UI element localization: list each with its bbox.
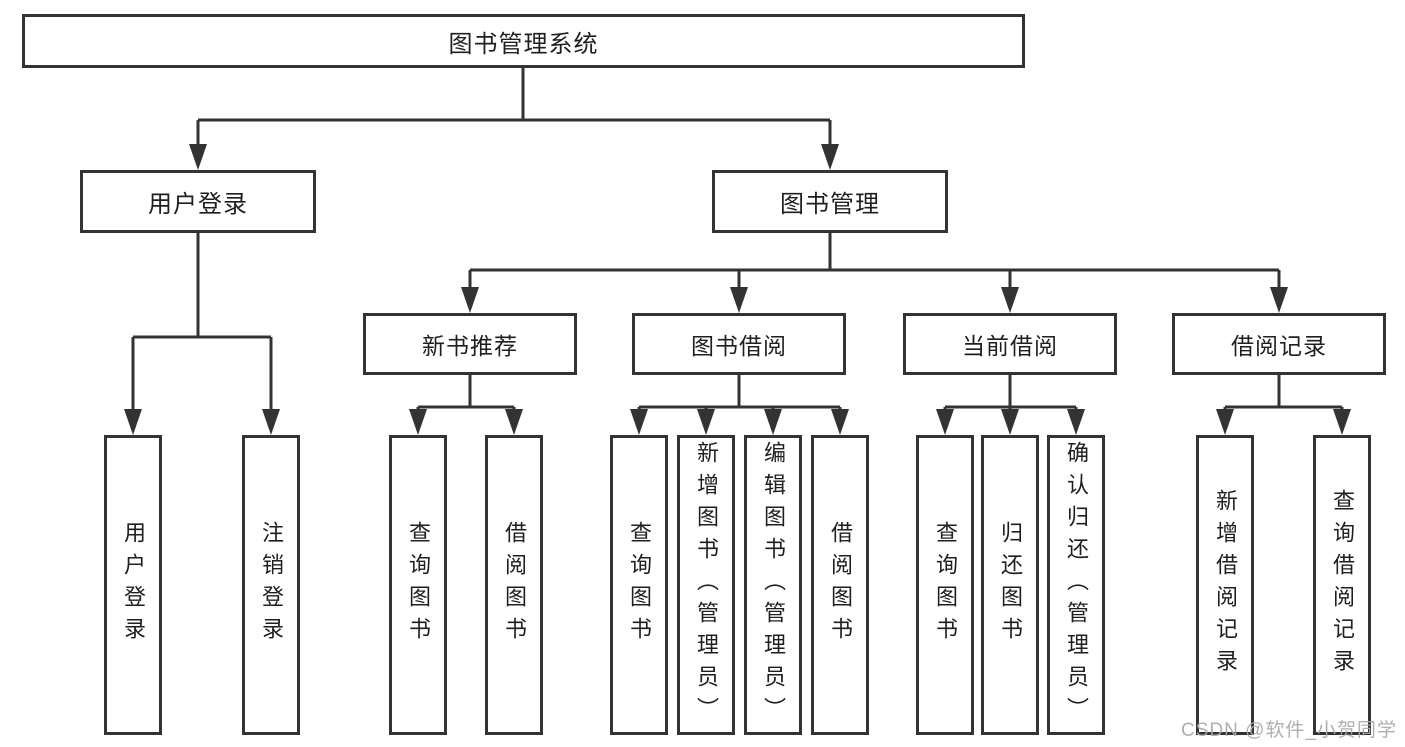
leaf-return-books: 归还图书 bbox=[981, 435, 1039, 735]
arrowhead-icon bbox=[764, 409, 782, 435]
leaf-current-query-books: 查询图书 bbox=[916, 435, 974, 735]
leaf-recommend-query-books: 查询图书 bbox=[389, 435, 447, 735]
node-label: 编辑图书（管理员） bbox=[761, 441, 786, 729]
node-label: 注销登录 bbox=[259, 521, 284, 649]
leaf-query-borrow-record: 查询借阅记录 bbox=[1313, 435, 1371, 735]
arrowhead-icon bbox=[1001, 409, 1019, 435]
leaf-user-login: 用户登录 bbox=[104, 435, 162, 735]
node-label: 确认归还（管理员） bbox=[1064, 441, 1089, 729]
arrowhead-icon bbox=[936, 409, 954, 435]
arrowhead-icon bbox=[1067, 409, 1085, 435]
node-book-borrowing: 图书借阅 bbox=[632, 313, 846, 375]
node-label: 新增借阅记录 bbox=[1213, 489, 1238, 681]
leaf-edit-books-admin: 编辑图书（管理员） bbox=[744, 435, 802, 735]
node-book-management: 图书管理 bbox=[712, 170, 948, 233]
arrowhead-icon bbox=[1270, 287, 1288, 313]
node-label: 归还图书 bbox=[998, 521, 1023, 649]
node-label: 用户登录 bbox=[148, 191, 248, 218]
node-label: 借阅图书 bbox=[502, 521, 527, 649]
arrowhead-icon bbox=[821, 144, 839, 170]
leaf-logout: 注销登录 bbox=[242, 435, 300, 735]
arrowhead-icon bbox=[1216, 409, 1234, 435]
arrowhead-icon bbox=[505, 409, 523, 435]
node-label: 借阅记录 bbox=[1231, 333, 1327, 359]
node-user-login: 用户登录 bbox=[80, 170, 316, 233]
watermark: CSDN @软件_小贺同学 bbox=[1181, 720, 1397, 741]
node-label: 查询图书 bbox=[933, 521, 958, 649]
node-label: 查询借阅记录 bbox=[1330, 489, 1355, 681]
leaf-borrowing-borrow-books: 借阅图书 bbox=[811, 435, 869, 735]
arrowhead-icon bbox=[461, 287, 479, 313]
arrowhead-icon bbox=[831, 409, 849, 435]
node-label: 图书管理 bbox=[780, 191, 880, 218]
node-label: 查询图书 bbox=[627, 521, 652, 649]
node-label: 新增图书（管理员） bbox=[694, 441, 719, 729]
arrowhead-icon bbox=[630, 409, 648, 435]
node-label: 用户登录 bbox=[121, 521, 146, 649]
leaf-confirm-return-admin: 确认归还（管理员） bbox=[1047, 435, 1105, 735]
node-label: 新书推荐 bbox=[422, 333, 518, 359]
node-label: 图书管理系统 bbox=[448, 30, 599, 58]
arrowhead-icon bbox=[697, 409, 715, 435]
arrowhead-icon bbox=[1333, 409, 1351, 435]
node-label: 当前借阅 bbox=[962, 333, 1058, 359]
arrowhead-icon bbox=[262, 409, 280, 435]
arrowhead-icon bbox=[730, 287, 748, 313]
leaf-recommend-borrow-books: 借阅图书 bbox=[485, 435, 543, 735]
node-new-book-recommendation: 新书推荐 bbox=[363, 313, 577, 375]
arrowhead-icon bbox=[124, 409, 142, 435]
arrowhead-icon bbox=[1001, 287, 1019, 313]
node-label: 图书借阅 bbox=[691, 333, 787, 359]
node-library-management-system: 图书管理系统 bbox=[22, 14, 1025, 68]
arrowhead-icon bbox=[409, 409, 427, 435]
leaf-borrowing-query-books: 查询图书 bbox=[610, 435, 668, 735]
leaf-add-books-admin: 新增图书（管理员） bbox=[677, 435, 735, 735]
node-label: 借阅图书 bbox=[828, 521, 853, 649]
leaf-add-borrow-record: 新增借阅记录 bbox=[1196, 435, 1254, 735]
arrowhead-icon bbox=[189, 144, 207, 170]
node-borrowing-records: 借阅记录 bbox=[1172, 313, 1386, 375]
node-current-borrowing: 当前借阅 bbox=[903, 313, 1117, 375]
node-label: 查询图书 bbox=[406, 521, 431, 649]
